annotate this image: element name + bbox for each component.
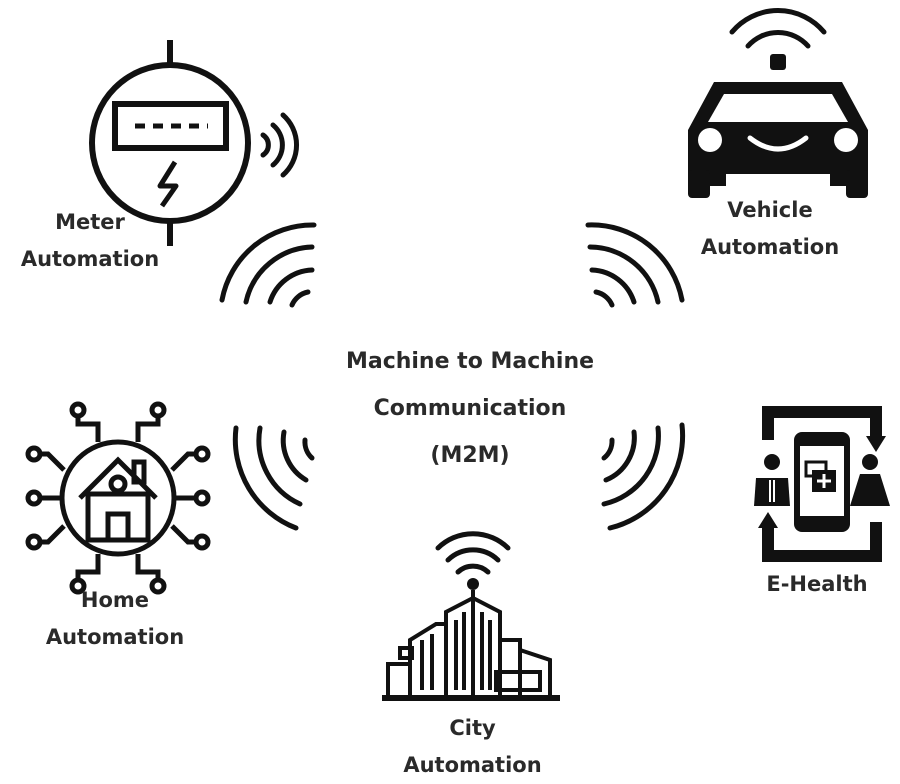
center-title-line2: Communication (373, 396, 567, 421)
health-label-line1: E-Health (766, 572, 868, 596)
meter-label-line1: Meter (55, 210, 125, 234)
vehicle-label-line2: Automation (700, 235, 840, 259)
city-label-line2: Automation (403, 753, 542, 777)
vehicle-label-line1: Vehicle (727, 198, 813, 222)
wave-lower-right-icon (601, 422, 686, 531)
autonomous-car-icon (688, 8, 868, 198)
meter-label-line2: Automation (20, 247, 160, 271)
wave-lower-left-icon (232, 425, 315, 531)
electric-meter-icon (89, 40, 299, 246)
wave-upper-left-icon (219, 222, 317, 308)
home-label-line2: Automation (45, 625, 185, 649)
vehicle-automation-label: Vehicle Automation (690, 192, 850, 266)
smart-city-icon (382, 531, 560, 701)
wave-upper-right-icon (585, 222, 685, 308)
center-title-line1: Machine to Machine (345, 349, 595, 374)
home-automation-label: Home Automation (40, 582, 190, 656)
e-health-label: E-Health (752, 566, 882, 603)
center-title: Machine to Machine Communication (M2M) (320, 338, 620, 479)
meter-automation-label: Meter Automation (20, 204, 160, 278)
city-automation-label: City Automation (395, 710, 550, 784)
smart-home-icon (25, 401, 211, 595)
city-label-line1: City (449, 716, 496, 740)
home-label-line1: Home (80, 588, 150, 612)
e-health-icon (754, 406, 890, 562)
center-title-line3: (M2M) (430, 443, 510, 468)
